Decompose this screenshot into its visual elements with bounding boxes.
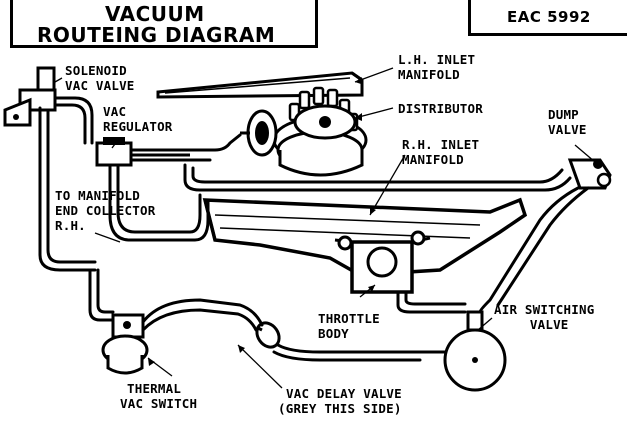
label-line: L.H. INLET: [398, 52, 476, 67]
label-line: VALVE: [548, 122, 587, 137]
label-vac-regulator: VAC REGULATOR: [103, 104, 173, 134]
label-line: VAC DELAY VALVE: [286, 386, 402, 401]
label-line: MANIFOLD: [402, 152, 464, 167]
reference-box: [468, 0, 627, 36]
label-line: TO MANIFOLD: [55, 188, 140, 203]
title-box: [10, 0, 318, 48]
label-rh-inlet-manifold: R.H. INLET MANIFOLD: [402, 137, 479, 167]
label-line: REGULATOR: [103, 119, 173, 134]
label-line: R.H. INLET: [402, 137, 480, 152]
distributor: [240, 86, 368, 177]
label-solenoid-vac-valve: SOLENOID VAC VALVE: [65, 63, 135, 93]
throttle-body: [334, 230, 431, 294]
label-line: THERMAL: [127, 381, 182, 396]
label-line: VAC SWITCH: [120, 396, 198, 411]
thermal-vac-switch: [101, 313, 149, 375]
label-line: VAC: [103, 104, 127, 119]
label-line: END COLLECTOR: [55, 203, 156, 218]
label-line: (GREY THIS SIDE): [278, 401, 402, 416]
label-to-manifold-end-collector: TO MANIFOLD END COLLECTOR R.H.: [55, 188, 155, 233]
label-vac-delay-valve: VAC DELAY VALVE (GREY THIS SIDE): [278, 386, 402, 416]
label-line: MANIFOLD: [398, 67, 460, 82]
label-air-switching-valve: AIR SWITCHING VALVE: [494, 302, 594, 332]
reference-number: EAC 5992: [507, 8, 591, 26]
diagram-title-line-2: ROUTEING DIAGRAM: [37, 23, 276, 47]
label-line: THROTTLE: [318, 311, 380, 326]
vacuum-hoses: [38, 96, 590, 362]
rh-inlet-manifold: [202, 197, 528, 277]
label-line: BODY: [318, 326, 349, 341]
label-line: DISTRIBUTOR: [398, 101, 483, 116]
diagram-title-line-1: VACUUM: [105, 2, 205, 26]
solenoid-vac-valve: [3, 66, 57, 127]
vac-regulator: [95, 137, 190, 167]
dump-valve: [567, 158, 612, 190]
air-switching-valve: [420, 310, 507, 392]
label-line: R.H.: [55, 218, 86, 233]
label-lh-inlet-manifold: L.H. INLET MANIFOLD: [398, 52, 475, 82]
label-distributor: DISTRIBUTOR: [398, 101, 483, 116]
label-line: DUMP: [548, 107, 579, 122]
label-thermal-vac-switch: THERMAL VAC SWITCH: [120, 381, 197, 411]
label-line: VAC VALVE: [65, 78, 135, 93]
label-line: VALVE: [529, 317, 569, 332]
label-dump-valve: DUMP VALVE: [548, 107, 587, 137]
leader-arrowheads: [148, 77, 376, 366]
label-line: SOLENOID: [65, 63, 127, 78]
label-line: AIR SWITCHING: [494, 302, 595, 317]
label-throttle-body: THROTTLE BODY: [318, 311, 380, 341]
